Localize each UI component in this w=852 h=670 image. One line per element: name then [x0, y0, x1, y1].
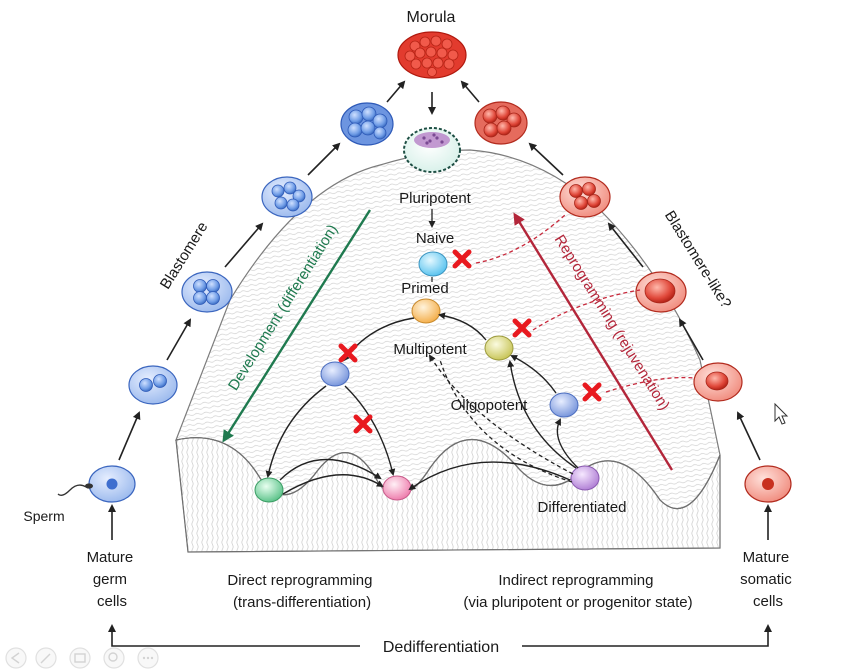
multipotent-cell: [484, 335, 514, 361]
slides-view-button[interactable]: [69, 647, 91, 669]
red-cell-4: [559, 176, 611, 218]
naive-label: Naive: [416, 230, 454, 247]
blue-cell-zygote: [88, 465, 136, 503]
germ-cells-label: Mature germ cells: [87, 549, 138, 610]
differentiated-label: Differentiated: [538, 499, 627, 516]
blue-cell-4: [181, 271, 233, 313]
block-x-icons: [338, 249, 602, 434]
presentation-controls: [5, 647, 159, 669]
oligopotent-cell: [549, 392, 579, 418]
red-somatic-cell: [744, 465, 792, 503]
direct-reprogramming-label: Direct reprogramming (trans-differentiat…: [227, 572, 376, 611]
blastocyst-cell: [403, 127, 461, 173]
morula-cell: [397, 31, 467, 79]
left-progenitor-cell: [320, 361, 350, 387]
epigenetic-landscape: [175, 149, 721, 553]
green-differentiated-cell: [254, 477, 284, 503]
morula-label: Morula: [407, 9, 456, 26]
dedifferentiation-left-arrow: [108, 624, 360, 647]
blue-cell-8: [340, 102, 394, 146]
block-x-icon: [512, 318, 532, 338]
naive-cell: [418, 251, 448, 277]
landscape-outline: [175, 439, 721, 553]
red-cell-1: [635, 271, 687, 313]
dedifferentiation-right-arrow: [522, 624, 772, 647]
pen-tool-button[interactable]: [35, 647, 57, 669]
indirect-reprogramming-label: Indirect reprogramming (via pluripotent …: [463, 572, 692, 611]
previous-slide-button[interactable]: [5, 647, 27, 669]
block-x-icon: [582, 382, 602, 402]
pink-differentiated-cell: [382, 475, 412, 501]
red-cell-8: [474, 101, 528, 145]
pathway-arrows: [265, 312, 579, 495]
reprogramming-links: [475, 214, 695, 393]
block-x-icon: [338, 343, 358, 363]
more-options-button[interactable]: [137, 647, 159, 669]
mouse-cursor-icon: [774, 402, 789, 425]
primed-cell: [411, 298, 441, 324]
primed-label: Primed: [401, 280, 449, 297]
differentiated-cell: [570, 465, 600, 491]
block-x-icon: [452, 249, 472, 269]
zoom-button[interactable]: [103, 647, 125, 669]
somatic-cells-label: Mature somatic cells: [740, 549, 796, 610]
red-cell-nucleated: [693, 362, 743, 402]
sperm-label: Sperm: [23, 508, 64, 524]
dashed-pathways: [428, 354, 574, 483]
blue-cell-2: [128, 365, 178, 405]
right-blastomere-chain: [460, 80, 792, 503]
pluripotent-label: Pluripotent: [399, 190, 472, 207]
block-x-icon: [353, 414, 373, 434]
reprogramming-arrow: [513, 212, 674, 471]
development-arrow: [222, 209, 372, 443]
blue-cell-6: [261, 176, 313, 218]
oligopotent-label: Oligopotent: [451, 397, 529, 414]
dedifferentiation-label: Dedifferentiation: [383, 639, 499, 656]
multipotent-label: Multipotent: [393, 341, 467, 358]
left-blastomere-chain: [88, 80, 406, 503]
sperm-icon: [57, 483, 93, 496]
